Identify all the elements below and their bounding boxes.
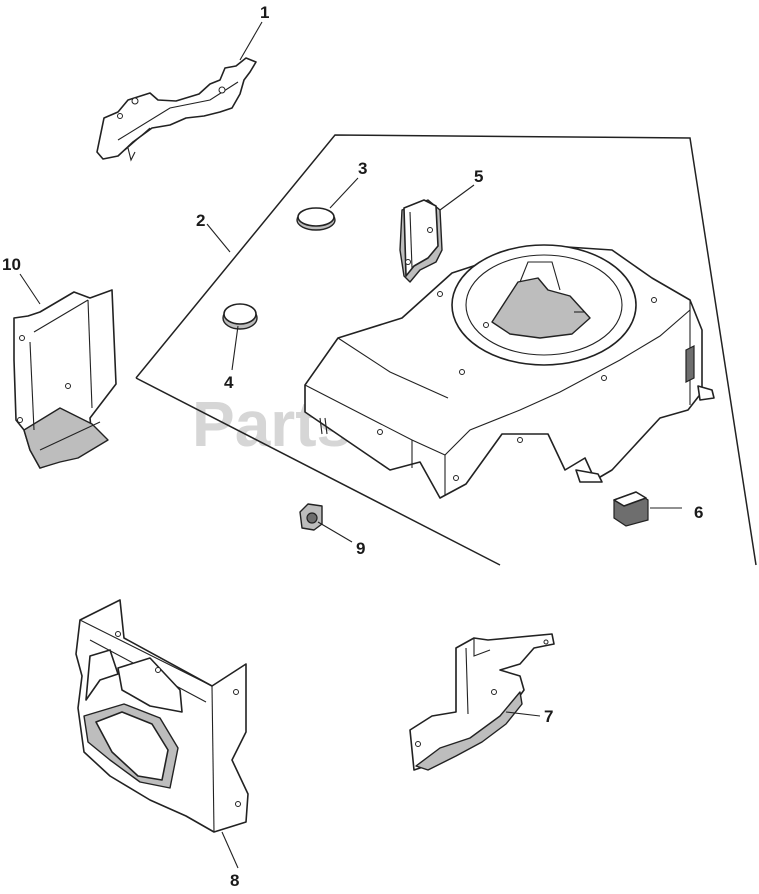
callout-labels: 1 2 3 4 5 6 7 8 9 10 — [2, 3, 703, 890]
callout-7: 7 — [544, 707, 553, 726]
leader-lines — [19, 21, 682, 869]
callout-3: 3 — [358, 159, 367, 178]
part-10-side-baffle[interactable] — [13, 289, 117, 469]
callout-6: 6 — [694, 503, 703, 522]
callout-9: 9 — [356, 539, 365, 558]
part-5-baffle[interactable] — [399, 199, 443, 283]
part-4-plug[interactable] — [222, 303, 258, 330]
callout-4: 4 — [224, 373, 234, 392]
part-8-lower-shroud[interactable] — [75, 599, 249, 833]
part-7-bracket[interactable] — [409, 633, 555, 771]
callout-1: 1 — [260, 3, 269, 22]
callout-10: 10 — [2, 255, 21, 274]
part-2-blower-housing[interactable] — [304, 244, 715, 499]
callout-8: 8 — [230, 871, 239, 890]
part-1-bracket[interactable] — [96, 57, 257, 162]
kit-outline — [135, 134, 757, 566]
part-3-plug[interactable] — [296, 207, 336, 231]
part-9-grommet[interactable] — [299, 503, 323, 531]
callout-5: 5 — [474, 167, 483, 186]
part-6-clip[interactable] — [613, 491, 649, 527]
callout-2: 2 — [196, 211, 205, 230]
